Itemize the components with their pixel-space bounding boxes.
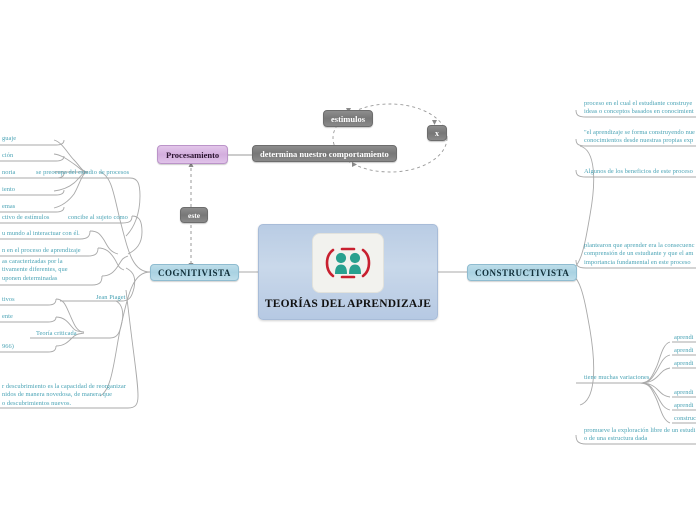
leaf-memoria[interactable]: noria [2,169,16,176]
node-este[interactable]: este [180,207,209,223]
leaf-problemas[interactable]: emas [2,203,16,210]
leaf-receptivo[interactable]: ctivo de estímulos [2,214,50,221]
leaf-teoria-criticada[interactable]: Teoría criticada [36,330,77,337]
category-label-constructivista: CONSTRUCTIVISTA [475,267,570,278]
leaf-ambiente[interactable]: ente [2,313,13,320]
leaf-variacion-2[interactable]: aprendi [674,347,694,354]
leaf-anio[interactable]: 966) [2,343,14,350]
node-determina-comportamiento[interactable]: determina nuestro comportamiento [252,145,397,162]
two-people-collaboration-icon [312,233,384,293]
leaf-pensamiento[interactable]: iento [2,186,16,193]
leaf-se-preocupa[interactable]: se preocupa del estudio de procesos [36,169,130,176]
node-este-label: este [188,210,201,220]
leaf-variacion-4[interactable]: aprendi [674,389,694,396]
node-estimulos-label: estimulos [331,113,365,124]
node-estimulos[interactable]: estimulos [323,110,373,127]
node-x-label: x [435,128,439,138]
category-node-cognitivista[interactable]: COGNITIVISTA [150,264,239,281]
leaf-mundo[interactable]: u mundo al interactuar con él. [2,230,80,237]
leaf-promueve[interactable]: promueve la exploración libre de un estu… [584,427,696,443]
leaf-concibe[interactable]: concibe al sujeto como [68,214,128,221]
leaf-beneficios[interactable]: Algunos de los beneficios de este proces… [584,168,693,175]
category-node-constructivista[interactable]: CONSTRUCTIVISTA [467,264,578,281]
leaf-variacion-3[interactable]: aprendi [674,360,694,367]
central-node[interactable]: TEORÍAS DEL APRENDIZAJE [258,224,438,320]
leaf-aprendizaje-cita[interactable]: "el aprendizaje se forma construyendo nu… [584,129,695,145]
leaf-variacion-6[interactable]: construc [674,415,696,422]
node-procesamiento-label: Procesamiento [166,149,220,160]
category-label-cognitivista: COGNITIVISTA [158,267,231,278]
leaf-proceso[interactable]: n en el proceso de aprendizaje [2,247,81,254]
leaf-variacion-1[interactable]: aprendi [674,334,694,341]
leaf-jean-piaget[interactable]: Jean Piaget [96,294,126,301]
leaf-positivos[interactable]: tivos [2,296,15,303]
leaf-proceso-construye[interactable]: proceso en el cual el estudiante constru… [584,100,694,116]
node-determina-label: determina nuestro comportamiento [260,148,389,159]
leaf-lenguaje[interactable]: guaje [2,135,17,142]
leaf-percepcion[interactable]: ción [2,152,14,159]
node-x[interactable]: x [427,125,447,141]
leaf-variacion-5[interactable]: aprendi [674,402,694,409]
node-procesamiento[interactable]: Procesamiento [157,145,229,164]
leaf-plantearon[interactable]: plantearon que aprender era la consecuen… [584,242,695,266]
page-title: TEORÍAS DEL APRENDIZAJE [264,298,432,310]
leaf-variaciones[interactable]: tiene muchas variaciones [584,374,650,381]
leaf-descubrimiento[interactable]: r descubrimiento es la capacidad de reor… [2,383,126,407]
leaf-etapas[interactable]: as caracterizadas por la tivamente difer… [2,258,68,282]
